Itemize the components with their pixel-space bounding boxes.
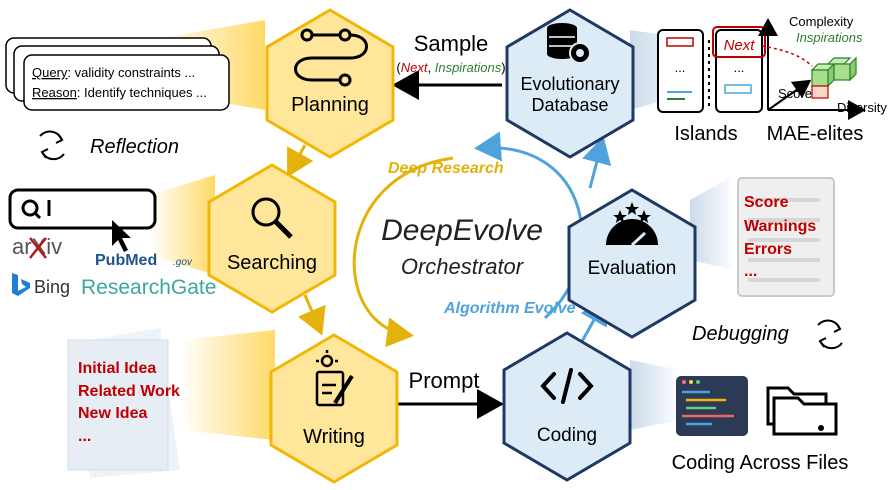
- evaluation-to-database-arrow: [582, 136, 612, 189]
- svg-text:Coding: Coding: [537, 425, 597, 446]
- sample-detail: (Next, Inspirations): [396, 60, 505, 75]
- islands-label: Islands: [674, 123, 737, 145]
- prompt-label: Prompt: [409, 368, 480, 393]
- svg-text:Evolutionary: Evolutionary: [520, 74, 619, 94]
- map-elites-chart: Complexity Diversity Score Inspirations …: [758, 14, 887, 145]
- svg-text:Searching: Searching: [227, 252, 317, 274]
- researchgate-logo: ResearchGate: [81, 276, 216, 299]
- planning-node: Planning: [265, 8, 395, 159]
- svg-text:Initial Idea: Initial Idea: [78, 360, 156, 377]
- svg-text:Score: Score: [744, 194, 789, 211]
- planning-to-searching-arrow: [287, 144, 314, 178]
- islands-panel: ... Next ... Islands: [657, 26, 766, 145]
- svg-text:.gov: .gov: [173, 257, 193, 268]
- idea-document: Initial Idea Related Work New Idea ...: [67, 328, 180, 478]
- deep-research-label: Deep Research: [388, 160, 504, 177]
- evolve-loop-arrow: [474, 131, 584, 320]
- evaluation-report: Score Warnings Errors ...: [737, 177, 835, 297]
- evaluation-node: Evaluation: [567, 188, 697, 339]
- algorithm-evolve-label: Algorithm Evolve: [443, 300, 576, 317]
- coding-across-files-label: Coding Across Files: [672, 452, 849, 474]
- database-node: Evolutionary Database: [505, 8, 635, 159]
- searching-glow: [150, 175, 215, 275]
- svg-text:...: ...: [675, 60, 686, 75]
- query-line: Query: validity constraints ...: [32, 65, 195, 80]
- svg-text:Score: Score: [778, 86, 812, 101]
- svg-text:Inspirations: Inspirations: [796, 30, 863, 45]
- searching-to-writing-arrow: [297, 294, 326, 336]
- center-title: DeepEvolve: [381, 214, 543, 247]
- gauge-icon: [606, 202, 658, 247]
- searching-node: Searching: [207, 163, 337, 314]
- svg-text:Diversity: Diversity: [837, 100, 887, 115]
- svg-text:Next: Next: [724, 37, 756, 54]
- writing-glow: [180, 330, 275, 440]
- svg-text:Warnings: Warnings: [744, 218, 816, 235]
- svg-text:Bing: Bing: [34, 277, 70, 297]
- search-icon: [21, 199, 39, 217]
- svg-text:...: ...: [78, 428, 91, 445]
- map-elites-label: MAE-elites: [767, 123, 864, 145]
- code-editor-icon: [676, 376, 748, 436]
- svg-text:Database: Database: [531, 95, 608, 115]
- svg-text:Complexity: Complexity: [789, 14, 854, 29]
- svg-text:Related Work: Related Work: [78, 383, 180, 400]
- workflow-icon: [294, 28, 368, 87]
- search-bar: [8, 188, 157, 252]
- coding-node: Coding: [502, 331, 632, 482]
- reason-line: Reason: Identify techniques ...: [32, 85, 207, 100]
- center-subtitle: Orchestrator: [401, 254, 525, 279]
- svg-text:Errors: Errors: [744, 241, 792, 258]
- pubmed-logo: PubMed .gov: [95, 252, 193, 269]
- folder-icon: [766, 386, 838, 436]
- svg-text:Writing: Writing: [303, 426, 365, 448]
- magnifier-icon: [251, 197, 293, 239]
- cursor-icon: [112, 220, 131, 252]
- cycle-icon: [817, 319, 843, 350]
- writing-icon: [315, 350, 354, 407]
- svg-text:...: ...: [734, 60, 745, 75]
- arxiv-logo: arXiv: [12, 234, 62, 259]
- evaluation-glow: [690, 175, 735, 270]
- svg-text:PubMed: PubMed: [95, 252, 157, 269]
- svg-text:Evaluation: Evaluation: [588, 258, 677, 279]
- coding-glow: [630, 360, 680, 430]
- reflection-label: Reflection: [90, 136, 179, 158]
- bing-logo: Bing: [12, 273, 70, 297]
- cycle-icon: [39, 130, 65, 161]
- svg-text:...: ...: [744, 263, 757, 280]
- sample-label: Sample: [414, 31, 489, 56]
- query-card-stack: Query: validity constraints ... Reason: …: [5, 37, 230, 111]
- svg-text:Planning: Planning: [291, 94, 369, 116]
- svg-text:New Idea: New Idea: [78, 405, 147, 422]
- code-icon: [540, 368, 594, 404]
- debugging-label: Debugging: [692, 323, 789, 345]
- writing-node: Writing: [269, 333, 399, 484]
- database-icon: [547, 23, 591, 64]
- research-loop-arrow: [352, 156, 454, 348]
